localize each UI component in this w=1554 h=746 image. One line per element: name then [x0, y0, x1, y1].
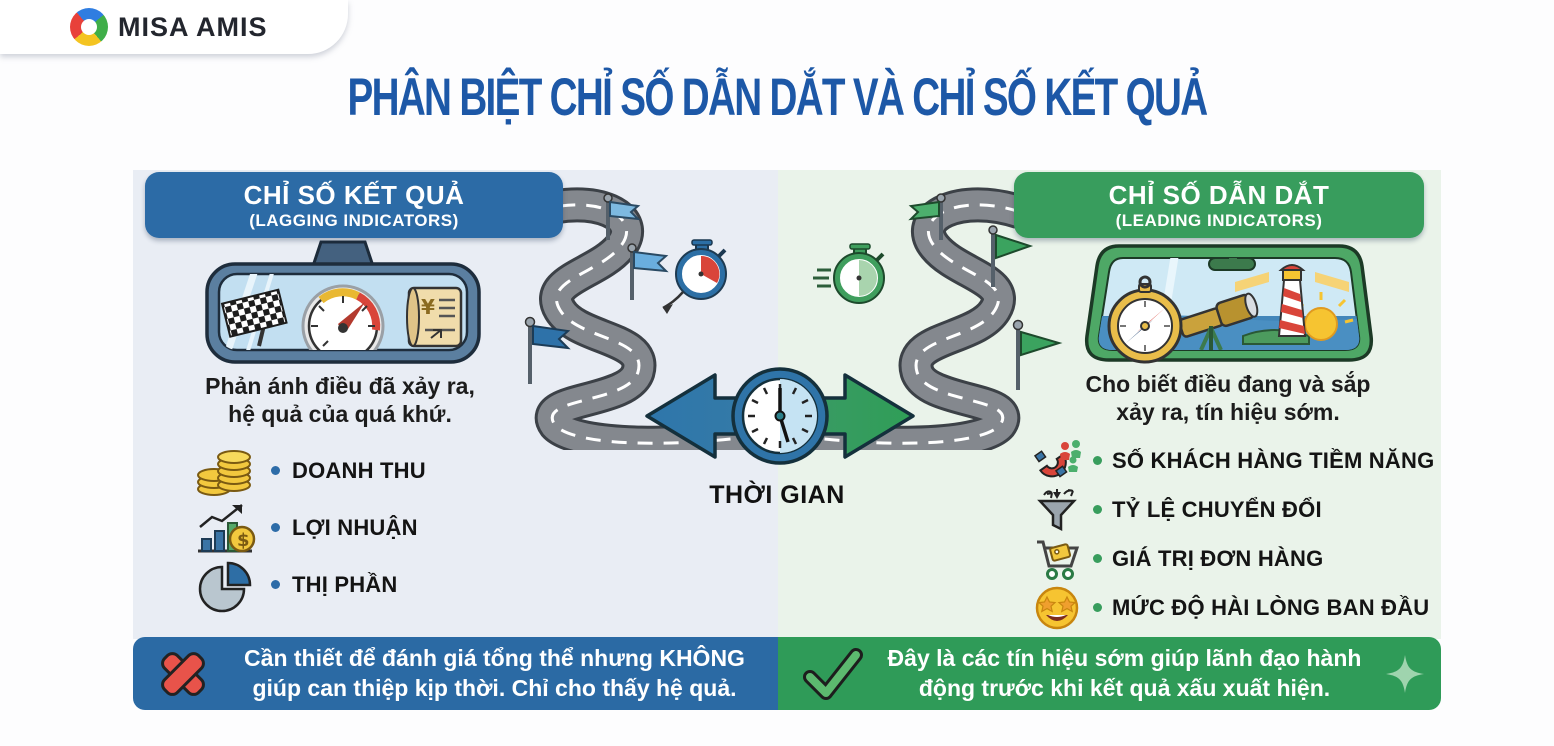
leading-footer-line1: Đây là các tín hiệu sớm giúp lãnh đạo hà…	[887, 644, 1362, 671]
metric-label: LỢI NHUẬN	[292, 514, 418, 540]
metric-label: THỊ PHẦN	[292, 571, 398, 597]
page-title: PHÂN BIỆT CHỈ SỐ DẪN DẮT VÀ CHỈ SỐ KẾT Q…	[347, 67, 1208, 127]
misa-amis-swirl-icon	[70, 8, 108, 46]
bullet-dot	[1093, 603, 1102, 612]
metric-label: MỨC ĐỘ HÀI LÒNG BAN ĐẦU	[1112, 594, 1430, 620]
list-item: DOANH THU	[193, 442, 426, 499]
bullet-dot	[271, 466, 280, 475]
logo-text: MISA AMIS	[118, 11, 268, 42]
time-arrow-clock	[635, 362, 925, 472]
leading-header: CHỈ SỐ DẪN DẮT (LEADING INDICATORS)	[1014, 172, 1424, 238]
lagging-footer-line1: Cần thiết để đánh giá tổng thể nhưng KHÔ…	[244, 644, 745, 671]
lagging-footer-text: Cần thiết để đánh giá tổng thể nhưng KHÔ…	[211, 644, 778, 704]
shopping-cart-icon	[1031, 536, 1083, 582]
metric-label: GIÁ TRỊ ĐƠN HÀNG	[1112, 545, 1324, 571]
list-item: SỐ KHÁCH HÀNG TIỀM NĂNG	[1031, 436, 1434, 485]
funnel-icon	[1031, 487, 1083, 533]
lagging-footer-bar: Cần thiết để đánh giá tổng thể nhưng KHÔ…	[133, 637, 778, 710]
coins-icon	[193, 445, 257, 497]
list-item: THỊ PHẦN	[193, 556, 426, 613]
list-item: $ LỢI NHUẬN	[193, 499, 426, 556]
bullet-dot	[1093, 456, 1102, 465]
misa-amis-logo: MISA AMIS	[0, 0, 348, 54]
growth-chart-icon: $	[193, 501, 257, 555]
clock-icon	[731, 367, 829, 465]
lagging-header: CHỈ SỐ KẾT QUẢ (LAGGING INDICATORS)	[145, 172, 563, 238]
leading-footer-line2: động trước khi kết quả xấu xuất hiện.	[918, 674, 1331, 701]
windshield-illustration	[1083, 240, 1378, 368]
leading-header-subtitle: (LEADING INDICATORS)	[1115, 210, 1323, 230]
metric-label: SỐ KHÁCH HÀNG TIỀM NĂNG	[1112, 447, 1435, 473]
star-struck-icon	[1031, 585, 1083, 631]
bullet-dot	[271, 580, 280, 589]
lagging-description-line2: hệ quả của quá khứ.	[228, 401, 452, 428]
road-left-illustration	[480, 182, 780, 450]
magnet-icon	[1031, 438, 1083, 484]
leading-footer-text: Đây là các tín hiệu sớm giúp lãnh đạo hà…	[864, 644, 1385, 704]
lagging-footer-line2: giúp can thiệp kịp thời. Chỉ cho thấy hệ…	[252, 674, 737, 701]
lagging-header-subtitle: (LAGGING INDICATORS)	[249, 210, 459, 230]
metric-label: DOANH THU	[292, 457, 426, 483]
list-item: GIÁ TRỊ ĐƠN HÀNG	[1031, 534, 1434, 583]
leading-description-line2: xảy ra, tín hiệu sớm.	[1116, 399, 1340, 426]
rearview-mirror-illustration: ¥	[203, 240, 483, 368]
sparkle-icon	[1385, 654, 1425, 694]
bullet-dot	[1093, 505, 1102, 514]
check-mark-icon	[800, 645, 864, 703]
leading-header-title: CHỈ SỐ DẪN DẮT	[1108, 179, 1330, 210]
pie-chart-icon	[193, 557, 257, 613]
x-mark-icon	[155, 646, 211, 702]
leading-metrics-list: SỐ KHÁCH HÀNG TIỀM NĂNG TỶ LỆ CHUYỂN ĐỔI	[1031, 436, 1434, 632]
road-right-illustration	[775, 182, 1075, 450]
lagging-description: Phản ánh điều đã xảy ra, hệ quả của quá …	[135, 372, 545, 428]
list-item: MỨC ĐỘ HÀI LÒNG BAN ĐẦU	[1031, 583, 1434, 632]
leading-description: Cho biết điều đang và sắp xảy ra, tín hi…	[1023, 370, 1433, 426]
svg-text:$: $	[237, 530, 250, 551]
lagging-header-title: CHỈ SỐ KẾT QUẢ	[243, 179, 465, 210]
leading-description-line1: Cho biết điều đang và sắp	[1085, 371, 1371, 397]
leading-footer-bar: Đây là các tín hiệu sớm giúp lãnh đạo hà…	[778, 637, 1441, 710]
list-item: TỶ LỆ CHUYỂN ĐỔI	[1031, 485, 1434, 534]
bullet-dot	[1093, 554, 1102, 563]
svg-text:¥: ¥	[421, 295, 435, 319]
lagging-description-line1: Phản ánh điều đã xảy ra,	[205, 373, 475, 399]
lagging-metrics-list: DOANH THU $ LỢI NHUẬN	[193, 442, 426, 613]
metric-label: TỶ LỆ CHUYỂN ĐỔI	[1112, 496, 1322, 522]
bullet-dot	[271, 523, 280, 532]
time-axis-label: THỜI GIAN	[709, 481, 845, 509]
comparison-board: CHỈ SỐ KẾT QUẢ (LAGGING INDICATORS) CHỈ …	[133, 170, 1441, 710]
